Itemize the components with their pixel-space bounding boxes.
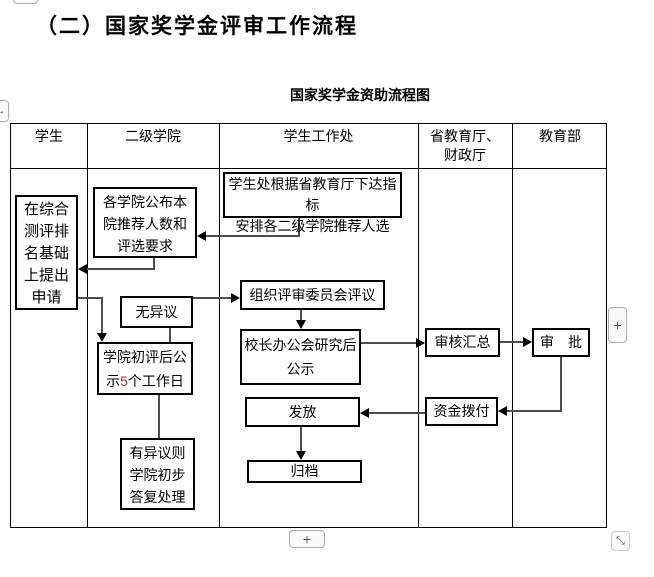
- table-resize-handle-icon[interactable]: ⤡: [611, 531, 630, 551]
- flowchart-title: 国家奖学金资助流程图: [290, 87, 430, 103]
- column-divider: [418, 124, 419, 527]
- column-divider: [87, 124, 88, 527]
- flow-box-funds: 资金拨付: [425, 397, 498, 426]
- column-header-student: 学生: [35, 128, 63, 144]
- connector-line: [300, 310, 302, 320]
- flow-box-student-apply: 在综合 测评排 名基础 上提出 申请: [15, 195, 78, 310]
- flow-box-audit: 审核汇总: [425, 328, 500, 357]
- college-review-days-number: 5: [120, 373, 128, 389]
- move-anchor-icon[interactable]: ↔: [0, 100, 9, 122]
- arrowhead-right-icon: [523, 337, 532, 347]
- connector-line: [300, 427, 302, 451]
- connector-line: [153, 258, 155, 269]
- section-title: （二）国家奖学金评审工作流程: [36, 13, 358, 38]
- flow-box-president-meeting: 校长办公会研究后 公示: [240, 329, 361, 385]
- flow-box-objection: 有异议则 学院初步 答复处理: [120, 438, 195, 510]
- connector-line: [206, 235, 300, 237]
- insert-column-plus-button[interactable]: +: [608, 307, 627, 343]
- connector-line: [500, 341, 523, 343]
- flow-box-committee: 组织评审委员会评议: [240, 280, 385, 310]
- insert-row-plus-button[interactable]: +: [289, 530, 325, 548]
- arrowhead-left-icon: [78, 264, 87, 274]
- arrowhead-left-icon: [360, 408, 369, 418]
- connector-line: [101, 297, 103, 333]
- header-divider: [11, 168, 606, 169]
- connector-line: [298, 218, 300, 236]
- column-header-student-affairs: 学生工作处: [283, 128, 354, 144]
- connector-line: [78, 297, 103, 299]
- clipped-top-button[interactable]: [13, 0, 38, 4]
- flow-box-archive: 归档: [247, 460, 362, 483]
- arrowhead-down-icon: [296, 451, 306, 460]
- connector-line: [193, 297, 231, 299]
- connector-line: [361, 342, 416, 344]
- flow-box-no-objection: 无异议: [120, 296, 193, 328]
- connector-line: [87, 268, 155, 270]
- college-review-text: 学院初评后公示: [103, 349, 187, 389]
- arrowhead-left-icon: [197, 231, 206, 241]
- column-header-ministry: 教育部: [539, 128, 581, 144]
- connector-line: [560, 357, 562, 411]
- arrowhead-right-icon: [231, 293, 240, 303]
- arrowhead-down-icon: [296, 320, 306, 329]
- connector-line: [169, 328, 171, 342]
- connector-line: [158, 395, 160, 438]
- connector-line: [507, 410, 562, 412]
- arrowhead-left-icon: [498, 406, 507, 416]
- flow-box-grant: 发放: [245, 397, 360, 427]
- flow-box-dept-assign: 学生处根据省教育厅下达指标 安排各二级学院推荐人选: [223, 172, 402, 234]
- column-header-provincial: 省教育厅、财政厅: [430, 128, 500, 163]
- flow-box-college-review: 学院初评后公示5个工作日: [97, 342, 193, 395]
- column-divider: [219, 124, 220, 527]
- college-review-text-suffix: 个工作日: [127, 373, 184, 389]
- connector-line: [369, 412, 425, 414]
- flow-box-approve: 审 批: [532, 328, 590, 357]
- arrowhead-right-icon: [416, 338, 425, 348]
- column-divider: [512, 124, 513, 527]
- flow-box-college-announce: 各学院公布本 院推荐人数和 评选要求: [93, 187, 197, 258]
- arrowhead-down-icon: [97, 333, 107, 342]
- column-header-college: 二级学院: [125, 128, 181, 144]
